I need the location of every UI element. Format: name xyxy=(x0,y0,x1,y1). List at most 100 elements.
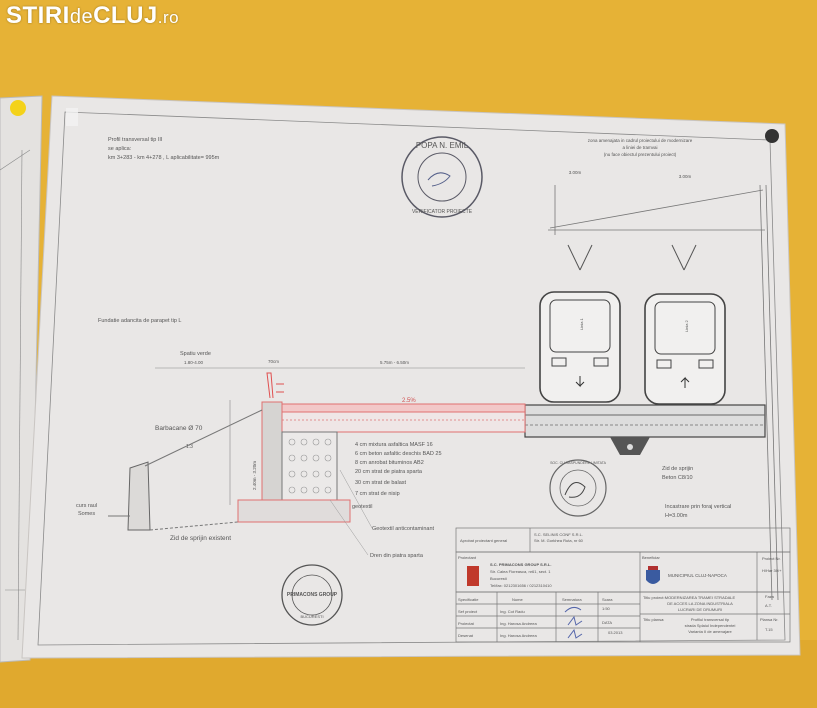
dimension-label: 1.80-4.00 xyxy=(184,360,204,365)
layer-label: 6 cm beton asfaltic deschis BAD 25 xyxy=(355,451,442,457)
track-bed xyxy=(524,404,766,455)
logo-part: de xyxy=(69,6,94,28)
label-spatiu-verde: Spatiu verde xyxy=(180,351,211,357)
label-incastrare: H=3.00m xyxy=(665,513,688,519)
label-somes: Somes xyxy=(78,511,95,517)
dimension-label: 5.75m - 6.50m xyxy=(380,360,409,365)
label-barbacane: Barbacane Ø 70 xyxy=(155,425,203,432)
site-watermark-logo: STIRIdeCLUJ.ro xyxy=(6,2,179,30)
faza-value: A.T. xyxy=(765,603,772,608)
drawing-frame xyxy=(37,111,786,646)
label-fundatie: Fundatie adancita de parapet tip L xyxy=(98,318,181,324)
table-header: Specificatie xyxy=(458,597,479,602)
signatures xyxy=(564,606,583,639)
table-header: Scara xyxy=(602,597,613,602)
titlu-proiect-line: LUCRARI DE DRUMURI xyxy=(678,607,722,612)
layer-label: 20 cm strat de piatra sparta xyxy=(355,469,423,475)
label-zid-beton: Beton C8/10 xyxy=(662,475,693,481)
layer-label: 7 cm strat de nisip xyxy=(355,491,400,497)
layer-label: 8 cm anrobat bituminos AB2 xyxy=(355,460,424,466)
primacons-stamp: PRIMACONS GROUP BUCURESTI xyxy=(281,564,343,626)
label-incastrare: Incastrare prin foraj vertical xyxy=(665,504,731,510)
aprobat-company: Str. M. Gorkhea Ruta, nr 60 xyxy=(534,538,584,543)
dimension-label: 2.40m - 3.20m xyxy=(252,461,257,490)
proiectant-line: Bucuresti xyxy=(490,576,507,581)
row-role: Sef proiect xyxy=(458,609,478,614)
drawing-labels: Fundatie adancita de parapet tip L Spati… xyxy=(76,318,731,559)
stamp-text: VERIFICATOR PROIECTE xyxy=(412,209,473,215)
aprobat-company: S.C. SELINIS CONF S.R.L. xyxy=(534,532,583,537)
row-name: Ing. Harosa Andreea xyxy=(500,633,537,638)
logo-part: .ro xyxy=(157,8,180,27)
header-line: Profil transversal tip III xyxy=(108,137,163,143)
data-value: 03.2013 xyxy=(608,630,623,635)
titlu-plansa-line: Varianta II de amenajare xyxy=(688,629,732,634)
title-block-text: Aprobat proiectant general S.C. SELINIS … xyxy=(458,532,782,638)
label-curs: curs raul xyxy=(76,503,97,509)
contractor-stamp: SOC. CU RASPUNDERE LIMITATA xyxy=(549,459,607,517)
beneficiar-label: Beneficiar xyxy=(642,555,660,560)
table-header: Semnatura xyxy=(562,597,582,602)
stamp-text: PRIMACONS GROUP xyxy=(287,592,338,598)
beneficiar-name: MUNICIPIUL CLUJ-NAPOCA xyxy=(668,573,727,578)
proiect-nr-label: Proiect Nr. xyxy=(762,556,781,561)
aprobat-label: Aprobat proiectant general xyxy=(460,538,507,543)
scara-value: 1:50 xyxy=(602,606,611,611)
header-line: km 3+283 - km 4+278 , L aplicabilitate= … xyxy=(108,155,220,161)
existing-wall xyxy=(108,409,263,531)
stamp-text: BUCURESTI xyxy=(300,614,323,619)
layer-label: 30 cm strat de balast xyxy=(355,480,407,486)
proiectant-label: Proiectant xyxy=(458,555,477,560)
titlu-proiect-line: DE ACCES LA ZONA INDUSTRIALA xyxy=(667,601,733,606)
dimension-label: 70cm xyxy=(268,359,279,364)
proiect-nr: H/Har 30/+ xyxy=(762,568,782,573)
label-zid-beton: Zid de sprijin xyxy=(662,466,693,472)
arrow-down-icon xyxy=(575,376,585,388)
yellow-pin-icon xyxy=(10,100,26,116)
road-structure: 2.5% xyxy=(281,398,526,433)
cluj-coat-of-arms-icon xyxy=(646,566,660,584)
proiectant-line: Tel/fax: 0212301656 / 0212310410 xyxy=(490,583,552,588)
top-right-note: zona amenajata in cadrul proiectului de … xyxy=(569,138,693,179)
table-header: Nume xyxy=(512,597,523,602)
proiectant-line: Str. Calea Floreasca, nr61, sect. 1 xyxy=(490,569,551,574)
row-role: Desenat xyxy=(458,633,474,638)
row-name: Ing. Cot Radu xyxy=(500,609,525,614)
plansa-value: T.15 xyxy=(765,627,773,632)
note-line: zona amenajata in cadrul proiectului de … xyxy=(588,138,693,143)
note-line: (nu face obiectul prezentului proiect) xyxy=(604,152,677,157)
titlu-proiect-label: Titlu proiect: xyxy=(643,595,665,600)
parapet-icon xyxy=(266,372,284,399)
logo-part: STIRI xyxy=(6,2,70,29)
catenary xyxy=(548,184,779,601)
title-block xyxy=(455,527,791,643)
arrow-up-icon xyxy=(680,376,690,388)
primacons-logo-icon xyxy=(467,566,479,586)
tape xyxy=(66,108,78,126)
black-pin-icon xyxy=(765,129,779,143)
stamp-text: POPA N. EMIL xyxy=(416,141,469,150)
titlu-plansa-label: Titlu plansa: xyxy=(643,617,664,622)
row-name: Ing. Harosa Andreea xyxy=(500,621,537,626)
faza-label: Faza xyxy=(765,594,775,599)
dimension-lines xyxy=(155,367,525,505)
titlu-proiect-line: MODERNIZAREA TRAMEI STRADALE xyxy=(665,595,736,600)
stamp-text: SOC. CU RASPUNDERE LIMITATA xyxy=(550,461,606,465)
label-zid-existent: Zid de sprijin existent xyxy=(170,535,231,542)
row-role: Proiectat xyxy=(458,621,475,626)
header-text: Profil transversal tip III se aplica: km… xyxy=(108,137,220,161)
titlu-plansa-line: strada Splaiul Independentei xyxy=(685,623,736,628)
dimension-label: 3.00m xyxy=(679,174,692,179)
tram-line-2: Linia 2 xyxy=(644,244,726,405)
verifier-stamp: POPA N. EMIL VERIFICATOR PROIECTE xyxy=(401,136,483,218)
dimension-label: 3.00m xyxy=(569,170,582,175)
drawing-sheet xyxy=(21,95,801,659)
tram-label: Linia 2 xyxy=(684,319,689,332)
proiectant-line: S.C. PRIMACONS GROUP S.R.L. xyxy=(490,562,552,567)
layer-label: geotextil xyxy=(352,504,373,510)
logo-part: CLUJ xyxy=(93,2,158,29)
tram-line-1: Linia 1 xyxy=(539,244,621,403)
label-geotextil: Geotextil anticontaminant xyxy=(372,526,435,532)
tram-label: Linia 1 xyxy=(579,317,584,330)
